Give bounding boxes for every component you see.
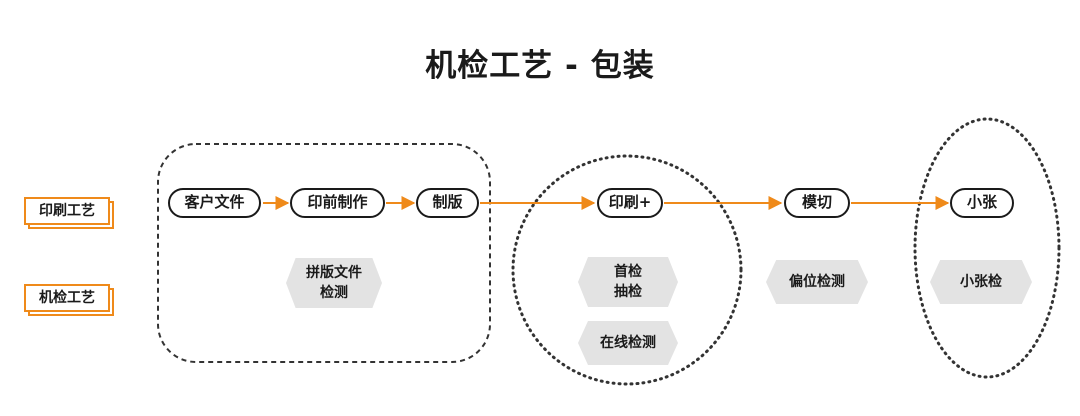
step-customer-file: 客户文件 (168, 188, 261, 218)
check-imposition-file: 拼版文件 检测 (286, 258, 382, 308)
check-imposition-line1: 拼版文件 (306, 265, 362, 281)
check-first-sample: 首检 抽检 (578, 257, 678, 307)
check-inline-label: 在线检测 (600, 335, 656, 351)
step-printing: 印刷+ (597, 188, 663, 218)
printing-group-outline (511, 154, 743, 386)
row-label-inspection-process-text: 机检工艺 (24, 284, 110, 312)
step-small-sheet: 小张 (950, 188, 1014, 218)
row-label-print-process: 印刷工艺 (24, 197, 114, 229)
check-first-line2: 抽检 (614, 284, 642, 300)
prepress-group-outline (157, 143, 491, 363)
check-first-line1: 首检 (614, 264, 642, 280)
check-offset: 偏位检测 (766, 260, 868, 304)
step-die-cutting: 模切 (784, 188, 850, 218)
row-label-print-process-text: 印刷工艺 (24, 197, 110, 225)
small-sheet-group-outline (913, 117, 1061, 379)
check-small-sheet-label: 小张检 (960, 274, 1002, 290)
step-prepress: 印前制作 (290, 188, 385, 218)
check-inline: 在线检测 (578, 321, 678, 365)
check-offset-label: 偏位检测 (789, 274, 845, 290)
row-label-inspection-process: 机检工艺 (24, 284, 114, 316)
step-plate-making: 制版 (416, 188, 479, 218)
check-imposition-line2: 检测 (320, 285, 348, 301)
page-title: 机检工艺 - 包装 (425, 48, 655, 84)
check-small-sheet: 小张检 (930, 260, 1032, 304)
